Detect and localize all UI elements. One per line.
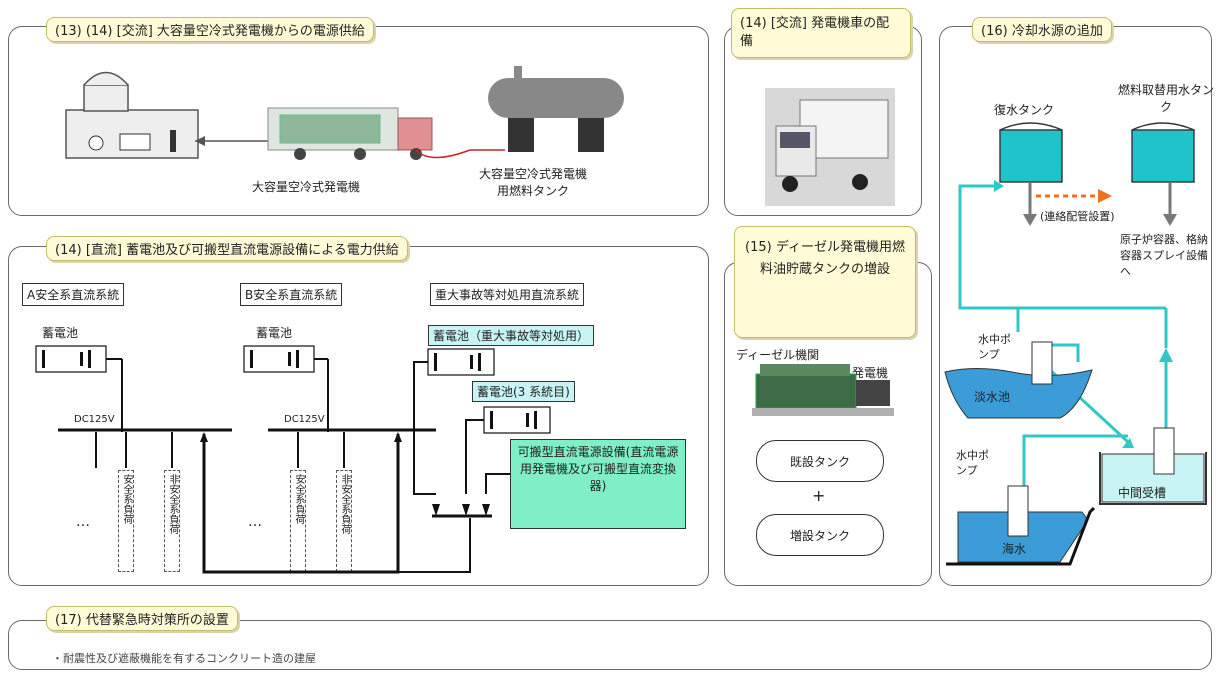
fuel-pool-tank-icon	[1131, 129, 1195, 183]
system-b-label: B安全系直流系統	[240, 283, 343, 306]
battery-a-label: 蓄電池	[42, 326, 79, 340]
pump2-label: 水中ポンプ	[956, 449, 989, 477]
battery-3-label: 蓄電池(3 系統目)	[472, 381, 575, 402]
battery-b-label: 蓄電池	[256, 326, 293, 340]
fuel-tank-label: 大容量空冷式発電機用燃料タンク	[478, 167, 587, 198]
dc-b-label: DC125V	[284, 414, 325, 425]
panel-title-13: (13) (14) [交流] 大容量空冷式発電機からの電源供給	[46, 17, 374, 42]
panel-title-17: (17) 代替緊急時対策所の設置	[46, 606, 238, 631]
dc-a-label: DC125V	[74, 414, 115, 425]
load-a2: 非安全系負荷	[164, 470, 180, 572]
ellipsis-a: …	[76, 514, 90, 530]
plus-sign: +	[812, 486, 826, 505]
generator-truck-icon	[267, 107, 433, 160]
panel-title-14-dc: (14) [直流] 蓄電池及び可搬型直流電源設備による電力供給	[46, 236, 408, 261]
pump1-icon	[1031, 341, 1053, 385]
load-a1: 安全系負荷	[118, 470, 134, 572]
fuel-tank-icon	[488, 66, 624, 152]
generator-label-15: 発電機	[852, 366, 889, 380]
fuel-hose	[415, 149, 505, 159]
intermediate-tank-icon	[1101, 453, 1205, 503]
freshwater-label: 淡水池	[974, 390, 1011, 404]
pump1-label: 水中ポンプ	[978, 333, 1011, 361]
panel-title-15: (15) ディーゼル発電機用燃料油貯蔵タンクの増設	[734, 226, 916, 338]
fuel-pool-tank-label: 燃料取替用水タンク	[1118, 83, 1215, 114]
panel17-note: ・耐震性及び遮蔽機能を有するコンクリート造の建屋	[52, 652, 316, 665]
portable-dc-label: 可搬型直流電源設備(直流電源用発電機及び可搬型直流変換器)	[510, 439, 686, 529]
pump2-icon	[1007, 485, 1029, 537]
panel-title-16: (16) 冷却水源の追加	[972, 17, 1112, 42]
seawater-icon	[957, 511, 1089, 563]
load-b2: 非安全系負荷	[336, 470, 352, 572]
recovery-tank-icon	[999, 129, 1063, 183]
pump3-icon	[1153, 427, 1175, 475]
added-tank: 増設タンク	[756, 514, 884, 556]
recovery-tank-label: 復水タンク	[994, 103, 1055, 117]
reactor-building-icon	[65, 71, 199, 159]
load-b1: 安全系負荷	[290, 470, 306, 572]
intermediate-tank-label: 中間受槽	[1118, 486, 1167, 500]
battery-sa-label: 蓄電池（重大事故等対処用）	[428, 325, 595, 346]
connection-pipe-label: (連絡配管設置)	[1040, 210, 1115, 223]
panel-title-14-car: (14) [交流] 発電機車の配備	[731, 8, 911, 58]
seawater-label: 海水	[1002, 542, 1027, 556]
system-sa-label: 重大事故等対処用直流系統	[430, 283, 585, 306]
destination-label: 原子炉容器、格納容器スプレイ設備へ	[1120, 233, 1208, 278]
freshwater-pond-icon	[944, 368, 1093, 419]
existing-tank: 既設タンク	[756, 440, 884, 482]
diesel-engine-label: ディーゼル機関	[736, 348, 820, 362]
ellipsis-b: …	[248, 514, 262, 530]
system-a-label: A安全系直流系統	[22, 283, 125, 306]
generator-label: 大容量空冷式発電機	[252, 180, 361, 194]
